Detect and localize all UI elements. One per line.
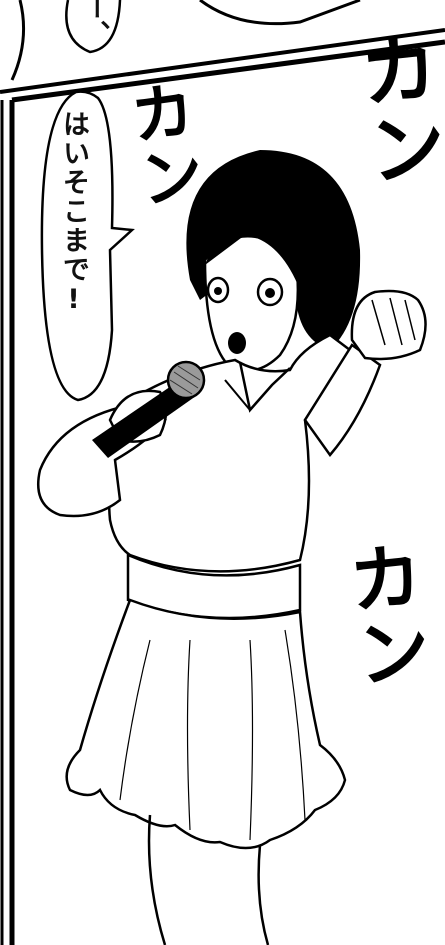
skirt xyxy=(65,598,347,850)
top-speech-text: ー、 xyxy=(80,0,110,46)
sfx-kan-1: カン xyxy=(343,25,445,191)
fist xyxy=(350,289,427,361)
blouse xyxy=(107,333,352,573)
microphone xyxy=(92,360,206,458)
raised-arm xyxy=(303,343,382,458)
speech-bubble xyxy=(40,90,135,402)
top-panel xyxy=(0,0,445,94)
left-leg xyxy=(147,814,167,945)
sfx-kan-2: カン xyxy=(115,75,207,213)
main-panel-border xyxy=(0,39,445,945)
top-speech-bubble xyxy=(65,0,122,54)
speech-text: はいそこまで! xyxy=(58,110,89,317)
right-leg xyxy=(257,844,270,945)
sfx-kan-3: カン xyxy=(332,535,434,693)
mouth xyxy=(228,332,246,354)
